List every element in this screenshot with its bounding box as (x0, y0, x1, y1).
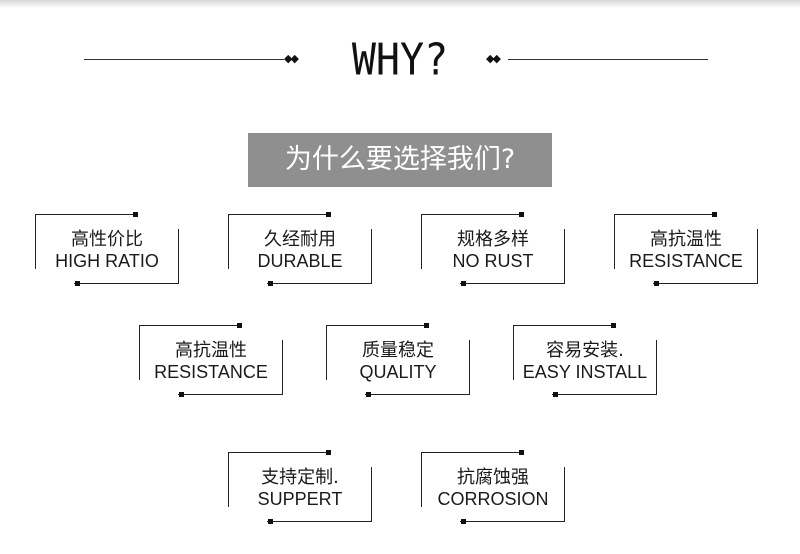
feature-card-durable: 久经耐用 DURABLE (228, 212, 372, 286)
feature-card-support: 支持定制. SUPPERT (228, 450, 372, 524)
title-rule-right (508, 59, 708, 60)
feature-title-en: NO RUST (452, 251, 534, 271)
diamond-ornament-left: ◆◆ (284, 52, 299, 65)
feature-title-en: DURABLE (257, 251, 343, 271)
feature-title-en: RESISTANCE (629, 251, 743, 271)
feature-title-cn: 容易安装. (546, 340, 624, 361)
feature-title-en: HIGH RATIO (55, 251, 159, 271)
feature-title-cn: 高抗温性 (175, 340, 247, 361)
feature-title-cn: 支持定制. (261, 467, 339, 488)
feature-title-en: CORROSION (437, 489, 549, 509)
feature-card-high-ratio: 高性价比 HIGH RATIO (35, 212, 179, 286)
feature-title-en: EASY INSTALL (522, 362, 648, 382)
feature-card-easy-install: 容易安装. EASY INSTALL (513, 323, 657, 397)
feature-title-en: SUPPERT (257, 489, 343, 509)
feature-title-cn: 高性价比 (71, 229, 143, 250)
feature-card-no-rust: 规格多样 NO RUST (421, 212, 565, 286)
page-title: WHY? (351, 34, 449, 86)
feature-title-cn: 高抗温性 (650, 229, 722, 250)
feature-title-en: QUALITY (359, 362, 437, 382)
diamond-ornament-right: ◆◆ (486, 52, 501, 65)
feature-title-en: RESISTANCE (154, 362, 268, 382)
feature-card-corrosion: 抗腐蚀强 CORROSION (421, 450, 565, 524)
subtitle-banner: 为什么要选择我们? (248, 133, 552, 187)
feature-card-resistance-2: 高抗温性 RESISTANCE (139, 323, 283, 397)
title-row: ◆◆ WHY? ◆◆ (84, 34, 716, 86)
top-edge-strip (0, 0, 800, 8)
feature-title-cn: 抗腐蚀强 (457, 467, 529, 488)
title-rule-left (84, 59, 284, 60)
feature-title-cn: 久经耐用 (264, 229, 336, 250)
feature-title-cn: 质量稳定 (362, 340, 434, 361)
feature-title-cn: 规格多样 (457, 229, 529, 250)
feature-card-quality: 质量稳定 QUALITY (326, 323, 470, 397)
feature-card-resistance: 高抗温性 RESISTANCE (614, 212, 758, 286)
